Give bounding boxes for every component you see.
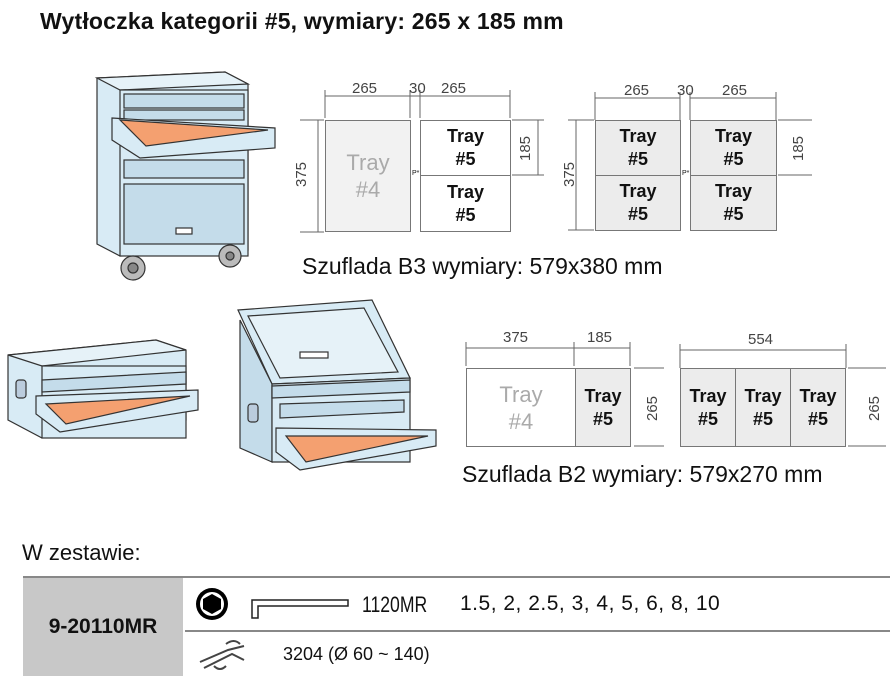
spacer-mark: P* <box>412 170 420 177</box>
tray5-cell: Tray#5 <box>595 175 681 231</box>
table-lines <box>23 576 890 632</box>
tray5-cell: Tray#5 <box>690 175 777 231</box>
chest-illustration <box>7 339 199 439</box>
item-model: 1120MR <box>362 592 428 617</box>
dim-label: 30 <box>409 80 426 97</box>
item-sizes: 1.5, 2, 2.5, 3, 4, 5, 6, 8, 10 <box>460 592 721 615</box>
item-model: 3204 (Ø 60 ~ 140) <box>283 644 430 664</box>
dim-label: 375 <box>561 161 579 188</box>
dim-label: 30 <box>677 82 694 99</box>
part-number: 9-20110MR <box>23 578 183 676</box>
dim-label: 554 <box>748 331 774 348</box>
dim-label: 185 <box>517 135 535 162</box>
dim-label: 265 <box>866 395 884 422</box>
dim-lines-b3-2 <box>568 92 812 231</box>
page-title: Wytłoczka kategorii #5, wymiary: 265 x 1… <box>40 8 564 34</box>
tray5-cell: Tray#5 <box>420 120 511 176</box>
b2-caption: Szuflada B2 wymiary: 579x270 mm <box>462 461 823 487</box>
dim-lines-b2-2 <box>679 344 886 447</box>
dim-label: 265 <box>352 80 378 97</box>
circlip-pliers-icon <box>199 640 245 670</box>
tray4-cell: Tray#4 <box>325 120 411 232</box>
chest-lid-illustration <box>237 299 437 471</box>
tray5-cell: Tray#5 <box>575 368 631 447</box>
set-heading: W zestawie: <box>22 540 141 565</box>
hex-key-icon <box>251 599 349 619</box>
dim-label: 375 <box>503 329 529 346</box>
tray5-cell: Tray#5 <box>680 368 736 447</box>
spacer-mark: P* <box>682 170 690 177</box>
dim-label: 185 <box>587 329 613 346</box>
tray5-cell: Tray#5 <box>420 175 511 232</box>
dim-label: 265 <box>644 395 662 422</box>
dim-label: 265 <box>624 82 650 99</box>
tray5-cell: Tray#5 <box>690 120 777 176</box>
dim-lines-b2-1 <box>465 342 664 447</box>
tray5-cell: Tray#5 <box>790 368 846 447</box>
cabinet-illustration <box>94 71 276 281</box>
dim-lines-b3-1 <box>300 90 544 233</box>
dim-label: 265 <box>441 80 467 97</box>
dim-label: 375 <box>293 161 311 188</box>
tray5-cell: Tray#5 <box>595 120 681 176</box>
tray4-cell: Tray#4 <box>466 368 576 447</box>
hex-socket-icon <box>196 588 228 620</box>
dim-label: 265 <box>722 82 748 99</box>
tray5-cell: Tray#5 <box>735 368 791 447</box>
dim-label: 185 <box>790 135 808 162</box>
b3-caption: Szuflada B3 wymiary: 579x380 mm <box>302 253 663 279</box>
